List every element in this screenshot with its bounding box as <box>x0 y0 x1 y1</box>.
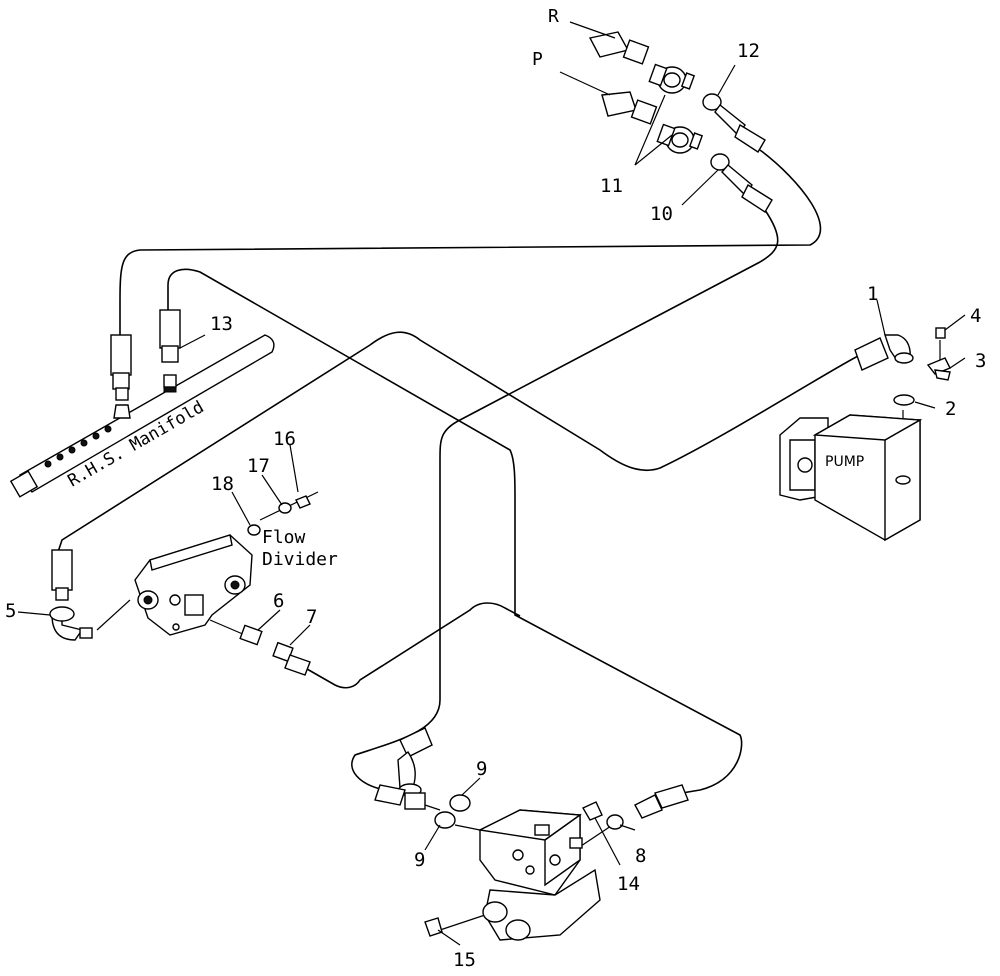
elbow-fitting-1 <box>854 334 914 371</box>
fitting-p-hose-end <box>601 91 658 125</box>
fittings-16-17-18 <box>247 495 311 536</box>
callout-10: 10 <box>650 203 673 225</box>
callout-16: 16 <box>273 428 296 450</box>
callout-15: 15 <box>453 949 476 971</box>
callout-13: 13 <box>210 313 233 335</box>
clamp-3 <box>926 357 951 381</box>
rhs-manifold <box>9 334 275 498</box>
label-divider: Divider <box>262 549 338 570</box>
plug-15 <box>424 917 443 937</box>
manifold-hose-fitting-13 <box>159 309 181 393</box>
callout-1: 1 <box>867 283 878 305</box>
callout-6: 6 <box>273 590 284 612</box>
label-r: R <box>548 6 559 27</box>
label-pump: PUMP <box>825 454 864 470</box>
callout-18: 18 <box>211 473 234 495</box>
callout-17: 17 <box>247 455 270 477</box>
screw-4 <box>935 327 946 339</box>
callout-2: 2 <box>945 398 956 420</box>
callout-9a: 9 <box>476 758 487 780</box>
adapter-9-a <box>449 794 471 812</box>
label-flow: Flow <box>262 527 306 548</box>
fitting-r-hose-end <box>588 31 650 65</box>
adapter-9-b <box>434 811 456 829</box>
callout-7: 7 <box>306 606 317 628</box>
fitting-p-adapter-11 <box>656 123 704 154</box>
callout-3: 3 <box>975 350 986 372</box>
hose-end-7 <box>272 641 311 676</box>
callout-14: 14 <box>617 873 640 895</box>
callout-11: 11 <box>600 175 623 197</box>
fitting-14 <box>582 801 603 821</box>
flow-divider <box>134 534 253 636</box>
label-p: P <box>532 49 543 70</box>
oring-2 <box>893 394 915 406</box>
callout-8: 8 <box>635 845 646 867</box>
callout-5: 5 <box>5 600 16 622</box>
elbow-fitting-5 <box>49 549 93 641</box>
callout-9b: 9 <box>414 849 425 871</box>
valve-block <box>477 809 601 941</box>
adapter-6 <box>239 624 263 646</box>
fitting-8 <box>606 784 689 830</box>
callout-4: 4 <box>970 305 981 327</box>
leader-lines <box>17 21 966 946</box>
hose-end-9-lower <box>374 784 426 810</box>
pump <box>779 414 923 542</box>
callout-12: 12 <box>737 40 760 62</box>
swivel-fitting-12 <box>702 93 766 153</box>
fitting-r-adapter-11 <box>648 63 696 94</box>
hose-end-9-upper <box>397 727 433 797</box>
hose-lines <box>57 149 941 931</box>
swivel-fitting-10 <box>710 153 773 213</box>
manifold-hose-fitting-left <box>110 334 132 419</box>
